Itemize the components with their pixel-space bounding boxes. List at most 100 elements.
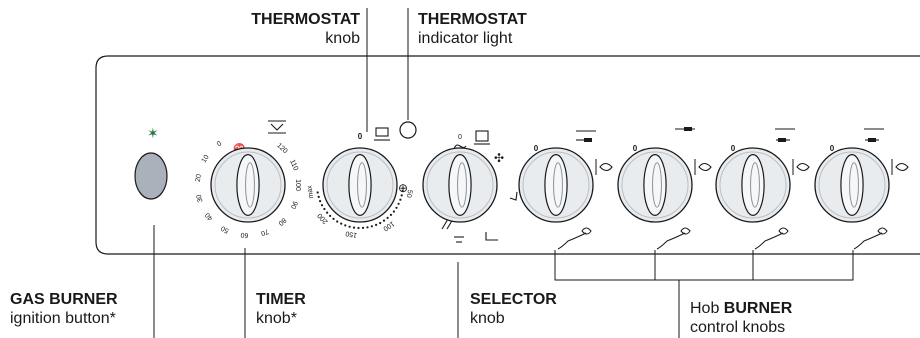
gas-burner-ignition-button[interactable] — [134, 152, 168, 200]
thermostat-dot — [357, 226, 360, 230]
thermostat-dot — [366, 226, 369, 229]
thermostat-dot — [399, 198, 402, 201]
timer-subtitle: knob* — [256, 310, 297, 327]
selector-knob[interactable] — [422, 147, 498, 223]
selector-subtitle: knob — [470, 310, 505, 327]
thermostat-dot — [401, 189, 404, 193]
thermostat-dot — [379, 221, 382, 225]
timer-scale-120: 120 — [275, 142, 288, 155]
timer-title: TIMER — [256, 291, 306, 308]
thermostat-dot — [370, 225, 373, 228]
spark-icon: ✶ — [147, 125, 159, 141]
hob-scale-zero: 0 — [830, 144, 835, 153]
hob-burner-filled-marks — [584, 127, 876, 142]
thermostat-dot — [389, 213, 392, 216]
gas-burner-title: GAS BURNER — [10, 291, 118, 308]
thermostat-dot — [392, 210, 395, 213]
oven-icon — [474, 130, 490, 145]
flame-small-icon — [754, 227, 789, 250]
hob-burner-knob[interactable] — [715, 147, 791, 223]
hob-scale-zero: 0 — [633, 144, 638, 153]
timer-scale-40: 40 — [204, 211, 214, 222]
thermostat-dot — [320, 204, 324, 207]
thermostat-dot — [348, 225, 351, 228]
thermostat-dot — [336, 220, 339, 223]
thermostat-knob[interactable] — [322, 147, 398, 223]
flame-small-icon — [656, 227, 691, 250]
thermostat-dot — [344, 224, 347, 227]
thermostat-knob-subtitle: knob — [325, 30, 360, 47]
hob-burner-knob[interactable] — [617, 147, 693, 223]
thermostat-light-subtitle: indicator light — [418, 30, 513, 47]
thermostat-dot — [361, 226, 365, 229]
fan-icon: ⊕ — [398, 181, 408, 195]
hob-scale-zero: 0 — [534, 144, 539, 153]
flame-large-icon — [792, 159, 810, 175]
hob-title: BURNER — [723, 300, 793, 317]
timer-scale-90: 90 — [289, 200, 299, 210]
thermostat-dot — [317, 195, 320, 198]
thermostat-dot — [316, 191, 319, 194]
timer-scale-60: 60 — [240, 231, 248, 239]
timer-scale-80: 80 — [277, 216, 288, 227]
knobs — [210, 147, 890, 223]
thermostat-dot — [352, 226, 356, 229]
gas-burner-subtitle: ignition button* — [10, 310, 116, 327]
thermostat-dot — [340, 222, 343, 225]
thermostat-scale-150: 150 — [345, 229, 358, 238]
selector-side-icons — [441, 144, 518, 243]
selector-title: SELECTOR — [470, 291, 557, 308]
timer-scale-110: 110 — [288, 159, 299, 172]
timer-scale-100: 100 — [294, 179, 301, 191]
thermostat-scale-50: 50 — [405, 189, 413, 198]
timer-scale-20: 20 — [195, 174, 203, 183]
flame-small-icon — [853, 227, 888, 250]
flame-small-icon — [557, 227, 592, 250]
selector-scale-0: 0 — [458, 134, 462, 141]
thermometer-icon — [374, 127, 390, 141]
thermostat-dot — [326, 211, 329, 214]
hob-subtitle: control knobs — [690, 319, 786, 336]
hob-burner-knob[interactable] — [518, 147, 594, 223]
timer-callout: TIMER knob* — [256, 290, 306, 328]
thermostat-dot — [397, 202, 400, 205]
hob-burner-position-icons — [576, 128, 884, 141]
leader-lines — [153, 8, 854, 338]
control-panel — [95, 55, 920, 255]
selector-callout: SELECTOR knob — [470, 290, 557, 328]
timer-scale-0: 0 — [216, 140, 223, 148]
timer-scale-10: 10 — [201, 154, 211, 164]
thermostat-light-title: THERMOSTAT — [418, 11, 527, 28]
flame-large-icon — [595, 159, 613, 175]
thermostat-dot — [400, 194, 403, 197]
thermostat-knob-title: THERMOSTAT — [251, 11, 360, 28]
gas-burner-callout: GAS BURNER ignition button* — [10, 290, 118, 328]
hob-title-prefix: Hob — [690, 300, 724, 317]
thermostat-dot — [323, 207, 326, 211]
timer-end-icon — [268, 120, 286, 134]
thermostat-dot — [319, 200, 322, 203]
panel-symbols — [268, 120, 884, 243]
timer-scale-50: 50 — [220, 224, 230, 234]
thermostat-dot — [332, 217, 335, 220]
timer-knob[interactable] — [210, 147, 286, 223]
thermostat-dot — [395, 206, 398, 209]
thermostat-scale-max: max — [306, 184, 315, 199]
thermostat-knob-callout: THERMOSTAT knob — [200, 10, 360, 48]
thermostat-light-callout: THERMOSTAT indicator light — [418, 10, 527, 48]
hob-scale-zero: 0 — [731, 144, 736, 153]
thermostat-dot — [386, 216, 389, 219]
timer-scale-30: 30 — [196, 194, 205, 203]
thermostat-dot — [375, 223, 378, 226]
thermostat-dot — [329, 214, 332, 217]
hob-burner-knob[interactable] — [814, 147, 890, 223]
timer-scale-70: 70 — [260, 227, 270, 236]
hob-callout: Hob BURNER control knobs — [690, 299, 792, 337]
thermostat-dot — [382, 219, 386, 222]
flame-large-icon — [694, 159, 712, 175]
thermostat-scale-0: 0 — [358, 132, 363, 141]
flame-large-icon — [891, 159, 909, 175]
grill-fan-icon: ✣ — [494, 151, 504, 165]
thermostat-indicator-light — [399, 121, 417, 139]
